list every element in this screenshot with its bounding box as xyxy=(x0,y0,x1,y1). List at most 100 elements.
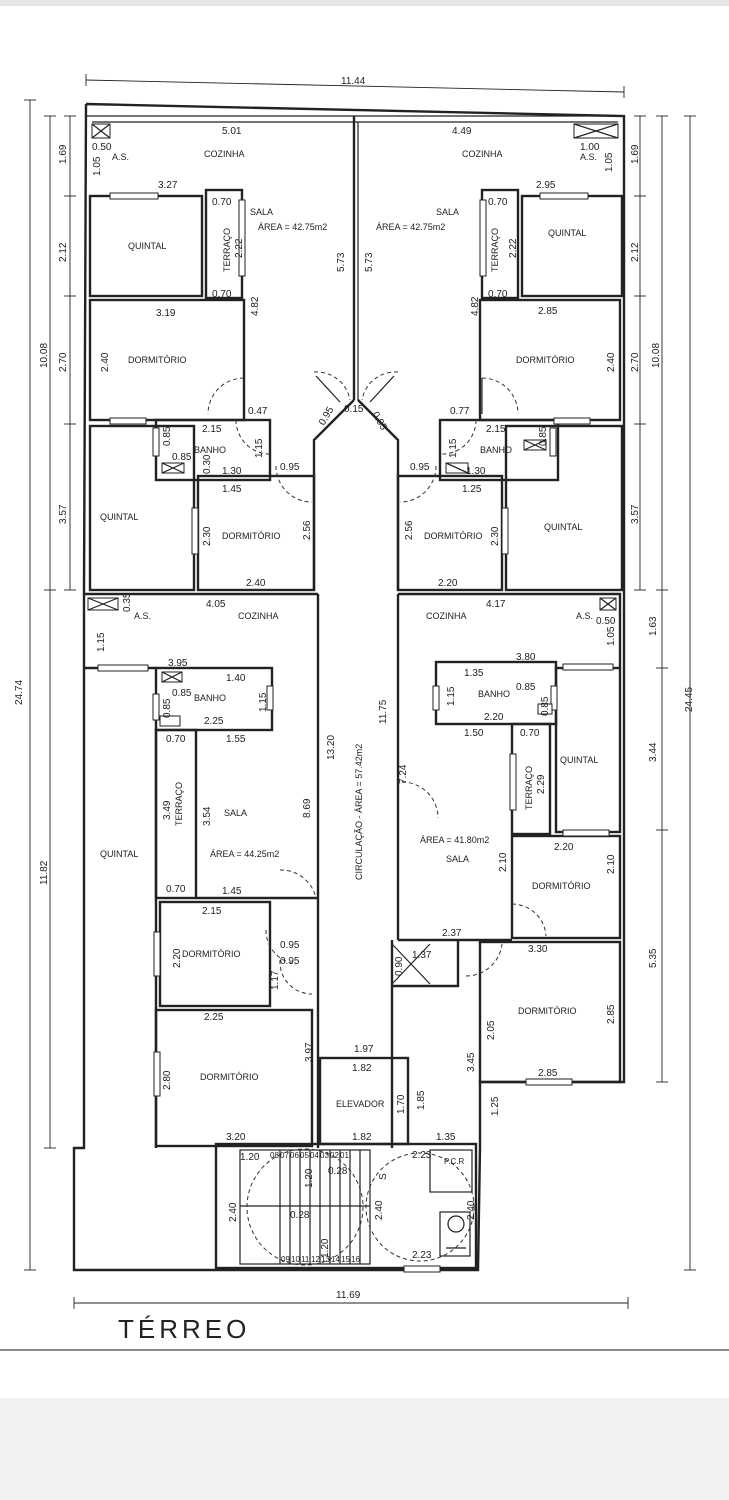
door-swings xyxy=(207,371,547,995)
dim-label-1.15c: 1.15 xyxy=(96,632,107,652)
dim-label-1.05b: 1.05 xyxy=(604,152,615,172)
label-banho-br: BANHO xyxy=(478,689,510,699)
dim-label-2.40b: 2.40 xyxy=(606,352,617,372)
dim-label-2.85b: 2.85 xyxy=(606,1004,617,1024)
dim-label-1.63: 1.63 xyxy=(648,616,659,636)
label-pcr: P.C.R xyxy=(444,1157,465,1166)
stair-step-bottom: 15 xyxy=(341,1255,350,1264)
label-cozinha-bl: COZINHA xyxy=(238,611,279,621)
dim-label-0.85d: 0.85 xyxy=(172,688,192,699)
dim-label-1.82a: 1.82 xyxy=(352,1063,372,1074)
dim-label-1.30b: 1.30 xyxy=(466,466,486,477)
label-terraco-bl: TERRAÇO xyxy=(174,782,184,826)
dim-label-2.37: 2.37 xyxy=(442,928,462,939)
dim-label-2.30b: 2.30 xyxy=(490,526,501,546)
label-dormitorio-tl: DORMITÓRIO xyxy=(128,355,187,365)
dim-left-upper: 10.08 xyxy=(39,343,50,368)
dim-label-0.85b: 0.85 xyxy=(172,452,192,463)
dim-bottom-width: 11.69 xyxy=(336,1290,361,1301)
stair-step-top: 08 xyxy=(270,1151,279,1160)
dim-label-2.70b: 2.70 xyxy=(630,352,641,372)
dim-label-1.15d: 1.15 xyxy=(258,692,269,712)
area-br: ÁREA = 41.80m2 xyxy=(420,835,489,845)
dim-label-1.20c: 1.20 xyxy=(320,1238,331,1258)
dim-label-3.49: 3.49 xyxy=(162,800,173,820)
dim-label-S: S xyxy=(378,1173,389,1180)
dim-label-2.12b: 2.12 xyxy=(630,242,641,262)
label-banho-bl: BANHO xyxy=(194,693,226,703)
area-bl: ÁREA = 44.25m2 xyxy=(210,849,279,859)
dim-label-1.15e: 1.15 xyxy=(446,686,457,706)
stair-step-top: 06 xyxy=(290,1151,299,1160)
dim-label-0.50b: 0.50 xyxy=(596,616,616,627)
label-dormitorio-bl2: DORMITÓRIO xyxy=(200,1072,259,1082)
stair-step-bottom: 11 xyxy=(301,1255,310,1264)
bottom-blank-area xyxy=(0,1398,729,1500)
dim-label-3.54: 3.54 xyxy=(202,806,213,826)
dim-label-3.57b: 3.57 xyxy=(630,504,641,524)
dim-label-3.27: 3.27 xyxy=(158,180,178,191)
dim-label-1.15b: 1.15 xyxy=(448,438,459,458)
dim-label-2.40e: 2.40 xyxy=(374,1200,385,1220)
label-dormitorio-br2: DORMITÓRIO xyxy=(518,1006,577,1016)
dim-label-1.70: 1.70 xyxy=(396,1094,407,1114)
dim-label-1.85: 1.85 xyxy=(416,1090,427,1110)
dim-top-width: 11.44 xyxy=(341,76,366,87)
dim-label-5.35: 5.35 xyxy=(648,948,659,968)
outer-dimensions xyxy=(24,74,696,1309)
stair-step-top: 07 xyxy=(280,1151,289,1160)
dim-label-0.95f: 0.95 xyxy=(280,956,300,967)
dim-label-2.15b: 2.15 xyxy=(486,424,506,435)
dim-label-3.95: 3.95 xyxy=(168,658,188,669)
dim-label-3.45: 3.45 xyxy=(466,1052,477,1072)
dim-label-0.95c: 0.95 xyxy=(280,462,300,473)
dim-label-3.19: 3.19 xyxy=(156,308,176,319)
dim-label-11.75: 11.75 xyxy=(378,699,389,724)
dim-label-7.24: 7.24 xyxy=(398,764,409,784)
outer-dimension-labels: 11.44 11.69 24.74 24.45 10.08 11.82 10.0… xyxy=(14,76,695,1301)
dim-label-0.95e: 0.95 xyxy=(280,940,300,951)
dim-label-1.55: 1.55 xyxy=(226,734,246,745)
label-sala-br: SALA xyxy=(446,854,469,864)
dim-label-0.70g: 0.70 xyxy=(166,884,186,895)
dim-label-2.95: 2.95 xyxy=(536,180,556,191)
label-dormitorio-tr: DORMITÓRIO xyxy=(516,355,575,365)
dim-label-1.25b: 1.25 xyxy=(490,1096,501,1116)
dim-left-total: 24.74 xyxy=(14,680,25,705)
dim-label-2.22a: 2.22 xyxy=(234,238,245,258)
dim-label-0.70e: 0.70 xyxy=(166,734,186,745)
dim-label-2.23b: 2.23 xyxy=(412,1250,432,1261)
dim-label-5.01: 5.01 xyxy=(222,126,242,137)
label-as-bl: A.S. xyxy=(134,611,151,621)
stair-step-top: 04 xyxy=(310,1151,319,1160)
dim-label-1.45a: 1.45 xyxy=(222,484,242,495)
dim-label-0.28b: 0.28 xyxy=(290,1210,310,1221)
dim-label-0.70f: 0.70 xyxy=(520,728,540,739)
stair-step-top: 01 xyxy=(340,1151,349,1160)
dim-label-1.35a: 1.35 xyxy=(464,668,484,679)
dim-label-1.00: 1.00 xyxy=(580,142,600,153)
stairs xyxy=(239,1148,475,1266)
dim-label-1.17: 1.17 xyxy=(270,970,281,990)
dim-label-2.20c: 2.20 xyxy=(554,842,574,853)
dim-right-upper: 10.08 xyxy=(651,343,662,368)
dim-label-1.35b: 1.35 xyxy=(436,1132,456,1143)
label-cozinha-tr: COZINHA xyxy=(462,149,503,159)
dim-label-2.23a: 2.23 xyxy=(412,1150,432,1161)
label-dormitorio-br1: DORMITÓRIO xyxy=(532,881,591,891)
windows xyxy=(97,192,614,1273)
dim-label-1.05a: 1.05 xyxy=(92,156,103,176)
dim-label-0.95a: 0.95 xyxy=(317,405,336,428)
label-terraco-tr: TERRAÇO xyxy=(490,228,500,272)
dim-label-1.97: 1.97 xyxy=(354,1044,374,1055)
dim-label-0.15: 0.15 xyxy=(344,404,364,415)
dim-label-0.35: 0.35 xyxy=(122,592,133,612)
dim-label-0.47: 0.47 xyxy=(248,406,268,417)
label-quintal-ml: QUINTAL xyxy=(100,512,138,522)
label-banho-tr: BANHO xyxy=(480,445,512,455)
dim-label-0.70a: 0.70 xyxy=(212,197,232,208)
dim-label-1.82b: 1.82 xyxy=(352,1132,372,1143)
dim-label-1.30a: 1.30 xyxy=(222,466,242,477)
label-as-br: A.S. xyxy=(576,611,593,621)
dim-label-5.73a: 5.73 xyxy=(336,252,347,272)
